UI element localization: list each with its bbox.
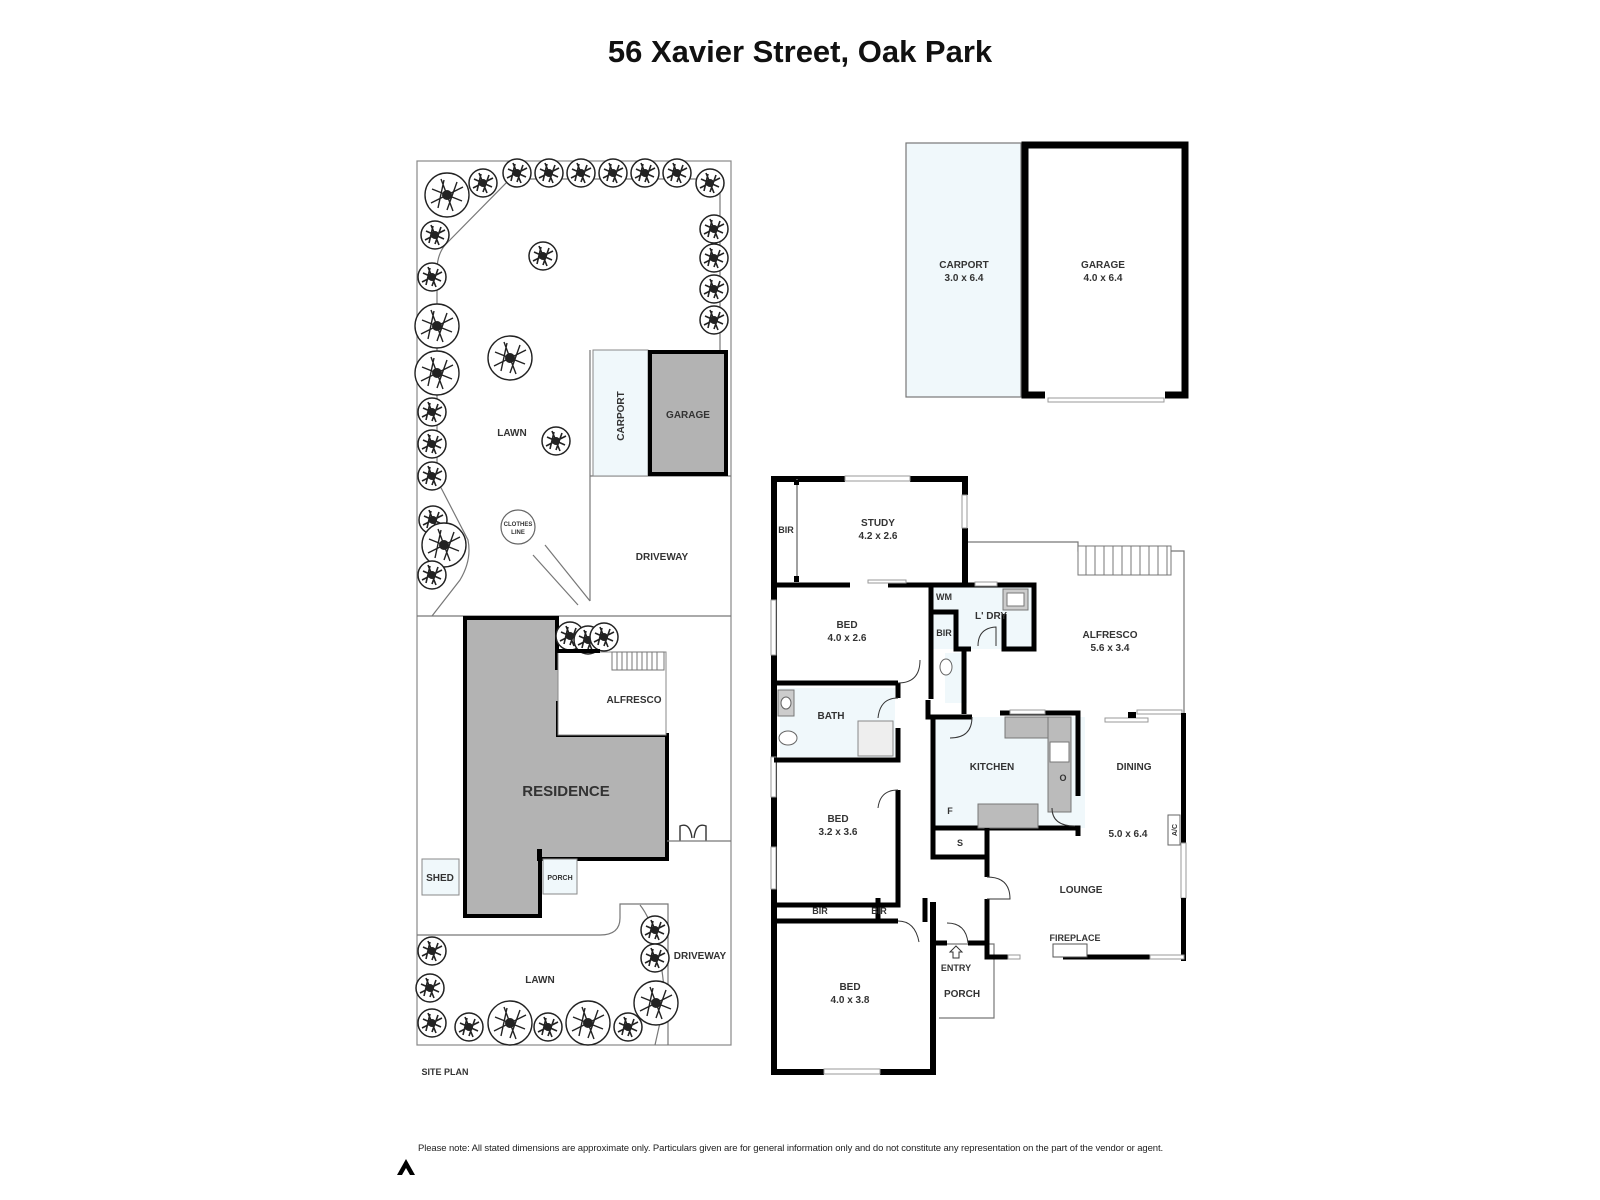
ac-label: A/C xyxy=(1172,824,1179,836)
site-lawn-bottom-label: LAWN xyxy=(525,975,554,986)
kitchen-label: KITCHEN xyxy=(970,762,1014,773)
bath-label: BATH xyxy=(817,711,844,722)
bed2-dims: 3.2 x 3.6 xyxy=(819,827,858,838)
bed2-name: BED xyxy=(827,814,848,825)
site-plan xyxy=(414,158,732,1046)
carport-area xyxy=(905,142,1022,398)
agency-logo-icon xyxy=(397,1159,415,1175)
bir-b-label: BIR xyxy=(871,906,887,916)
site-shed-label: SHED xyxy=(426,873,454,884)
garage-walls xyxy=(1021,141,1189,399)
site-lawn-top-label: LAWN xyxy=(497,428,526,439)
site-residence-label: RESIDENCE xyxy=(522,783,610,800)
carport-name: CARPORT xyxy=(939,260,988,271)
floor-plan xyxy=(770,475,1187,1075)
site-alfresco-label: ALFRESCO xyxy=(607,695,662,706)
site-plan-label: SITE PLAN xyxy=(421,1067,468,1077)
study-dims: 4.2 x 2.6 xyxy=(859,531,898,542)
lounge-label: LOUNGE xyxy=(1060,885,1103,896)
wm-label: WM xyxy=(936,592,952,602)
site-garage xyxy=(648,350,728,476)
study-name: STUDY xyxy=(861,518,895,529)
site-driveway-bottom-label: DRIVEWAY xyxy=(674,951,727,962)
bed1-bir-label: BIR xyxy=(936,628,952,638)
bed3-name: BED xyxy=(839,982,860,993)
entry-label: ENTRY xyxy=(941,963,971,973)
site-clothes-line-label-2: LINE xyxy=(511,530,525,536)
clothes-line-icon xyxy=(500,509,536,545)
site-garage-label: GARAGE xyxy=(666,410,710,421)
bed3-dims: 4.0 x 3.8 xyxy=(831,995,870,1006)
fridge-label: F xyxy=(947,806,953,816)
site-porch-label: PORCH xyxy=(547,875,572,882)
site-porch xyxy=(542,858,578,895)
laundry-label: L' DRY xyxy=(975,611,1007,622)
garage-name: GARAGE xyxy=(1081,260,1125,271)
garage-door xyxy=(1047,397,1165,403)
study-bir-label: BIR xyxy=(778,525,794,535)
disclaimer: Please note: All stated dimensions are a… xyxy=(418,1143,1164,1154)
site-clothes-line-label-1: CLOTHES xyxy=(504,522,533,528)
carport-dims: 3.0 x 6.4 xyxy=(945,273,984,284)
porch-label: PORCH xyxy=(944,989,980,1000)
fireplace-label: FIREPLACE xyxy=(1049,933,1100,943)
site-driveway-top-label: DRIVEWAY xyxy=(636,552,689,563)
site-shed xyxy=(421,858,460,896)
dining-lounge-dims: 5.0 x 6.4 xyxy=(1109,829,1148,840)
bed1-name: BED xyxy=(836,620,857,631)
site-carport-label: CARPORT xyxy=(616,391,627,440)
bir-a-label: BIR xyxy=(812,906,828,916)
dining-label: DINING xyxy=(1117,762,1152,773)
alfresco-name: ALFRESCO xyxy=(1083,630,1138,641)
oven-label: O xyxy=(1059,773,1066,783)
bed1-dims: 4.0 x 2.6 xyxy=(828,633,867,644)
store-label: S xyxy=(957,838,963,848)
alfresco-dims: 5.6 x 3.4 xyxy=(1091,643,1130,654)
garage-dims: 4.0 x 6.4 xyxy=(1084,273,1123,284)
page-title: 56 Xavier Street, Oak Park xyxy=(607,34,993,69)
outbuildings xyxy=(905,141,1189,403)
